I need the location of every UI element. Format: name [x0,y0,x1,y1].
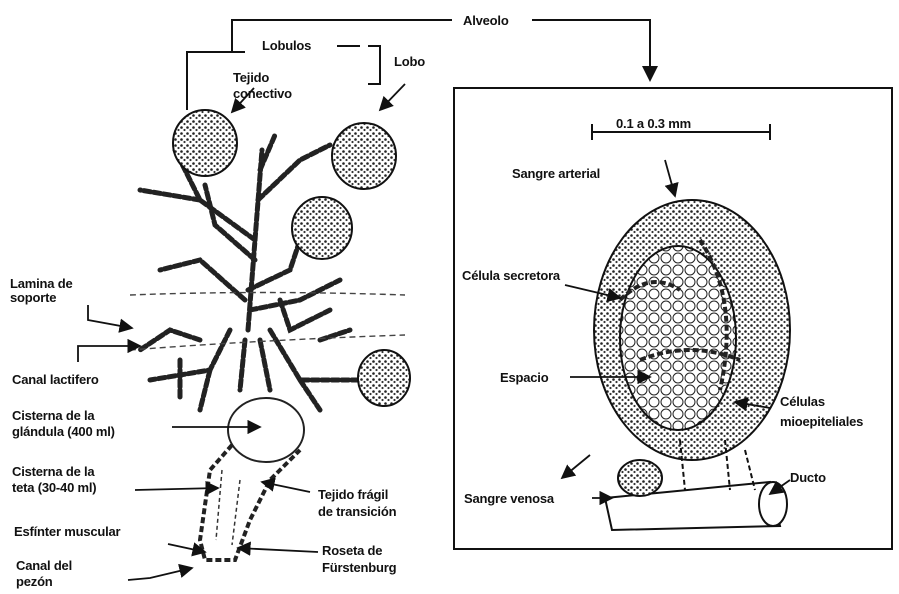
label-roseta-1: Roseta de [322,543,382,558]
alveolus [594,200,790,460]
label-tejido-conectivo-2: conectivo [233,86,292,101]
label-canal-pezon-2: pezón [16,574,53,589]
label-canal-lactifero: Canal lactifero [12,372,99,387]
label-tejido-fragil-1: Tejido frágil [318,487,388,502]
label-cisterna-glandula-1: Cisterna de la [12,408,94,423]
label-cisterna-glandula-2: glándula (400 ml) [12,424,115,439]
label-celula-secretora: Célula secretora [462,268,560,283]
label-espacio: Espacio [500,370,548,385]
label-alveolo: Alveolo [463,13,509,28]
label-lamina-2: soporte [10,290,56,305]
label-sangre-arterial: Sangre arterial [512,166,600,181]
label-lamina-1: Lamina de [10,276,73,291]
label-lobulos: Lobulos [262,38,311,53]
label-ducto: Ducto [790,470,826,485]
label-esfinter: Esfínter muscular [14,524,120,539]
duct-tree [140,135,360,410]
label-canal-pezon-1: Canal del [16,558,72,573]
label-sangre-venosa: Sangre venosa [464,491,554,506]
label-roseta-2: Fürstenburg [322,560,396,575]
label-escala: 0.1 a 0.3 mm [616,116,691,131]
gland-cistern [200,398,304,560]
label-lobo: Lobo [394,54,425,69]
label-cisterna-teta-1: Cisterna de la [12,464,94,479]
label-celulas-mio-1: Células [780,394,825,409]
label-cisterna-teta-2: teta (30-40 ml) [12,480,96,495]
label-tejido-conectivo-1: Tejido [233,70,269,85]
lamina-band [130,293,405,351]
label-celulas-mio-2: mioepiteliales [780,414,863,429]
label-tejido-fragil-2: de transición [318,504,396,519]
